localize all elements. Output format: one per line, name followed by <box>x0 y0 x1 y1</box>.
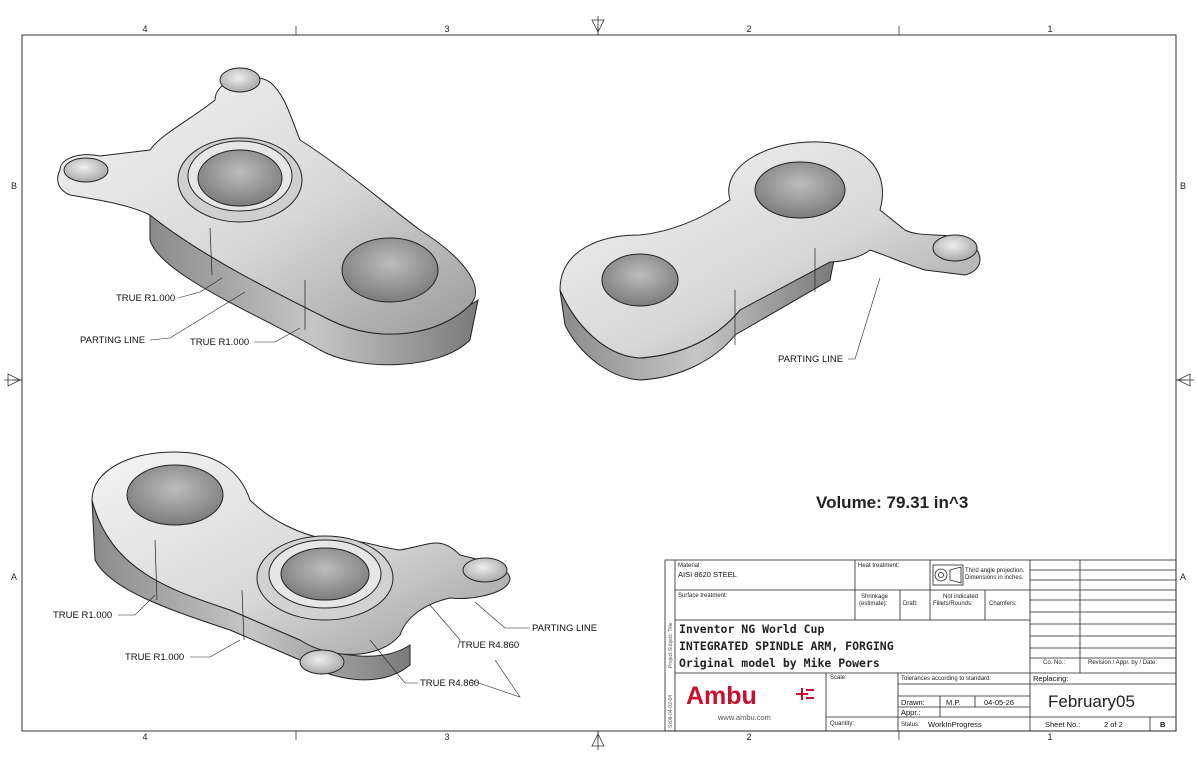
sheet-size: B <box>1160 720 1166 729</box>
zone-col-label: 3 <box>444 24 449 34</box>
zone-labels: 4 3 2 1 4 3 2 1 B A B A <box>11 24 1186 742</box>
callout-true-r1: TRUE R1.000 <box>190 337 249 348</box>
zone-col-label: 4 <box>142 24 147 34</box>
shrinkage-label: Shrinkage <box>861 594 889 600</box>
callout-parting-line: PARTING LINE <box>778 354 843 365</box>
callout-parting-line: PARTING LINE <box>80 335 145 346</box>
zone-row-label: A <box>1180 572 1186 582</box>
drawing-title-line-2: INTEGRATED SPINDLE ARM, FORGING <box>679 639 894 653</box>
surface-treatment-label: Surface treatment: <box>678 593 728 599</box>
callout-true-r1: TRUE R1.000 <box>53 610 112 621</box>
replacing-label: Replacing: <box>1033 674 1068 683</box>
status-value: WorkInProgress <box>928 720 982 729</box>
side-project-text: Project Subject: Title <box>668 622 674 668</box>
co-no-label: Co. No.: <box>1043 660 1065 666</box>
shrinkage-label: (estimate): <box>859 601 888 607</box>
drawing-number: February05 <box>1048 692 1135 711</box>
callout-true-r1: TRUE R1.000 <box>116 293 175 304</box>
approved-label: Appr.: <box>901 708 921 717</box>
status-label: Status: <box>901 722 920 728</box>
callout-true-r4860: TRUE R4.860 <box>420 678 479 689</box>
zone-col-label: 3 <box>444 732 449 742</box>
zone-col-label: 1 <box>1047 24 1052 34</box>
heat-treatment-label: Heat treatment: <box>858 563 900 569</box>
callout-parting-line: PARTING LINE <box>532 623 597 634</box>
zone-row-label: A <box>11 572 17 582</box>
iso-view-2 <box>559 141 981 381</box>
projection-note: Third angle projection. <box>965 568 1025 574</box>
drawing-title-line-3: Original model by Mike Powers <box>679 656 880 670</box>
logo-mark-icon <box>796 688 814 700</box>
quantity-label: Quantity: <box>830 721 854 727</box>
title-block <box>664 559 1177 732</box>
zone-col-label: 1 <box>1047 732 1052 742</box>
drawing-border <box>21 34 1177 732</box>
material-value: AISI 8620 STEEL <box>678 570 737 579</box>
drawing-title-line-1: Inventor NG World Cup <box>679 622 824 636</box>
volume-annotation: Volume: 79.31 in^3 <box>816 493 968 512</box>
company-website: www.ambu.com <box>717 713 771 722</box>
zone-col-label: 4 <box>142 732 147 742</box>
material-label: Material: <box>678 563 701 569</box>
revision-label: Revision / Appr. by / Date: <box>1088 660 1157 666</box>
zone-col-label: 2 <box>746 24 751 34</box>
zone-row-label: B <box>1180 181 1186 191</box>
drawn-label: Drawn: <box>901 698 925 707</box>
callout-true-r1: TRUE R1.000 <box>125 652 184 663</box>
iso-view-1 <box>57 67 479 366</box>
zone-row-label: B <box>11 181 17 191</box>
centering-marks <box>4 16 1194 750</box>
tolerance-label: Tolerances according to standard: <box>901 676 991 682</box>
iso-view-1-callouts <box>149 277 301 343</box>
drawn-date: 04-05-26 <box>984 698 1014 707</box>
iso-view-2-callouts <box>848 277 881 360</box>
company-logo: Ambu <box>686 682 757 710</box>
scale-label: Scale: <box>830 675 847 681</box>
sheet-label: Sheet No.: <box>1045 720 1080 729</box>
chamfers-label: Chamfers: <box>989 601 1017 607</box>
iso-view-3 <box>91 451 511 681</box>
drawn-by: M.P. <box>946 698 960 707</box>
side-doc-code: Sx08-04-02-04 <box>668 695 674 728</box>
projection-note: Dimensions in inches. <box>965 575 1024 581</box>
draft-label: Draft: <box>903 601 918 607</box>
sheet-value: 2 of 2 <box>1104 720 1123 729</box>
fillets-label: Fillets/Rounds: <box>933 601 973 607</box>
iso-view-3-callouts <box>118 594 530 698</box>
fillets-not-indicated: Not indicated <box>943 594 978 600</box>
zone-col-label: 2 <box>746 732 751 742</box>
callout-true-r4860: TRUE R4.860 <box>460 640 519 651</box>
